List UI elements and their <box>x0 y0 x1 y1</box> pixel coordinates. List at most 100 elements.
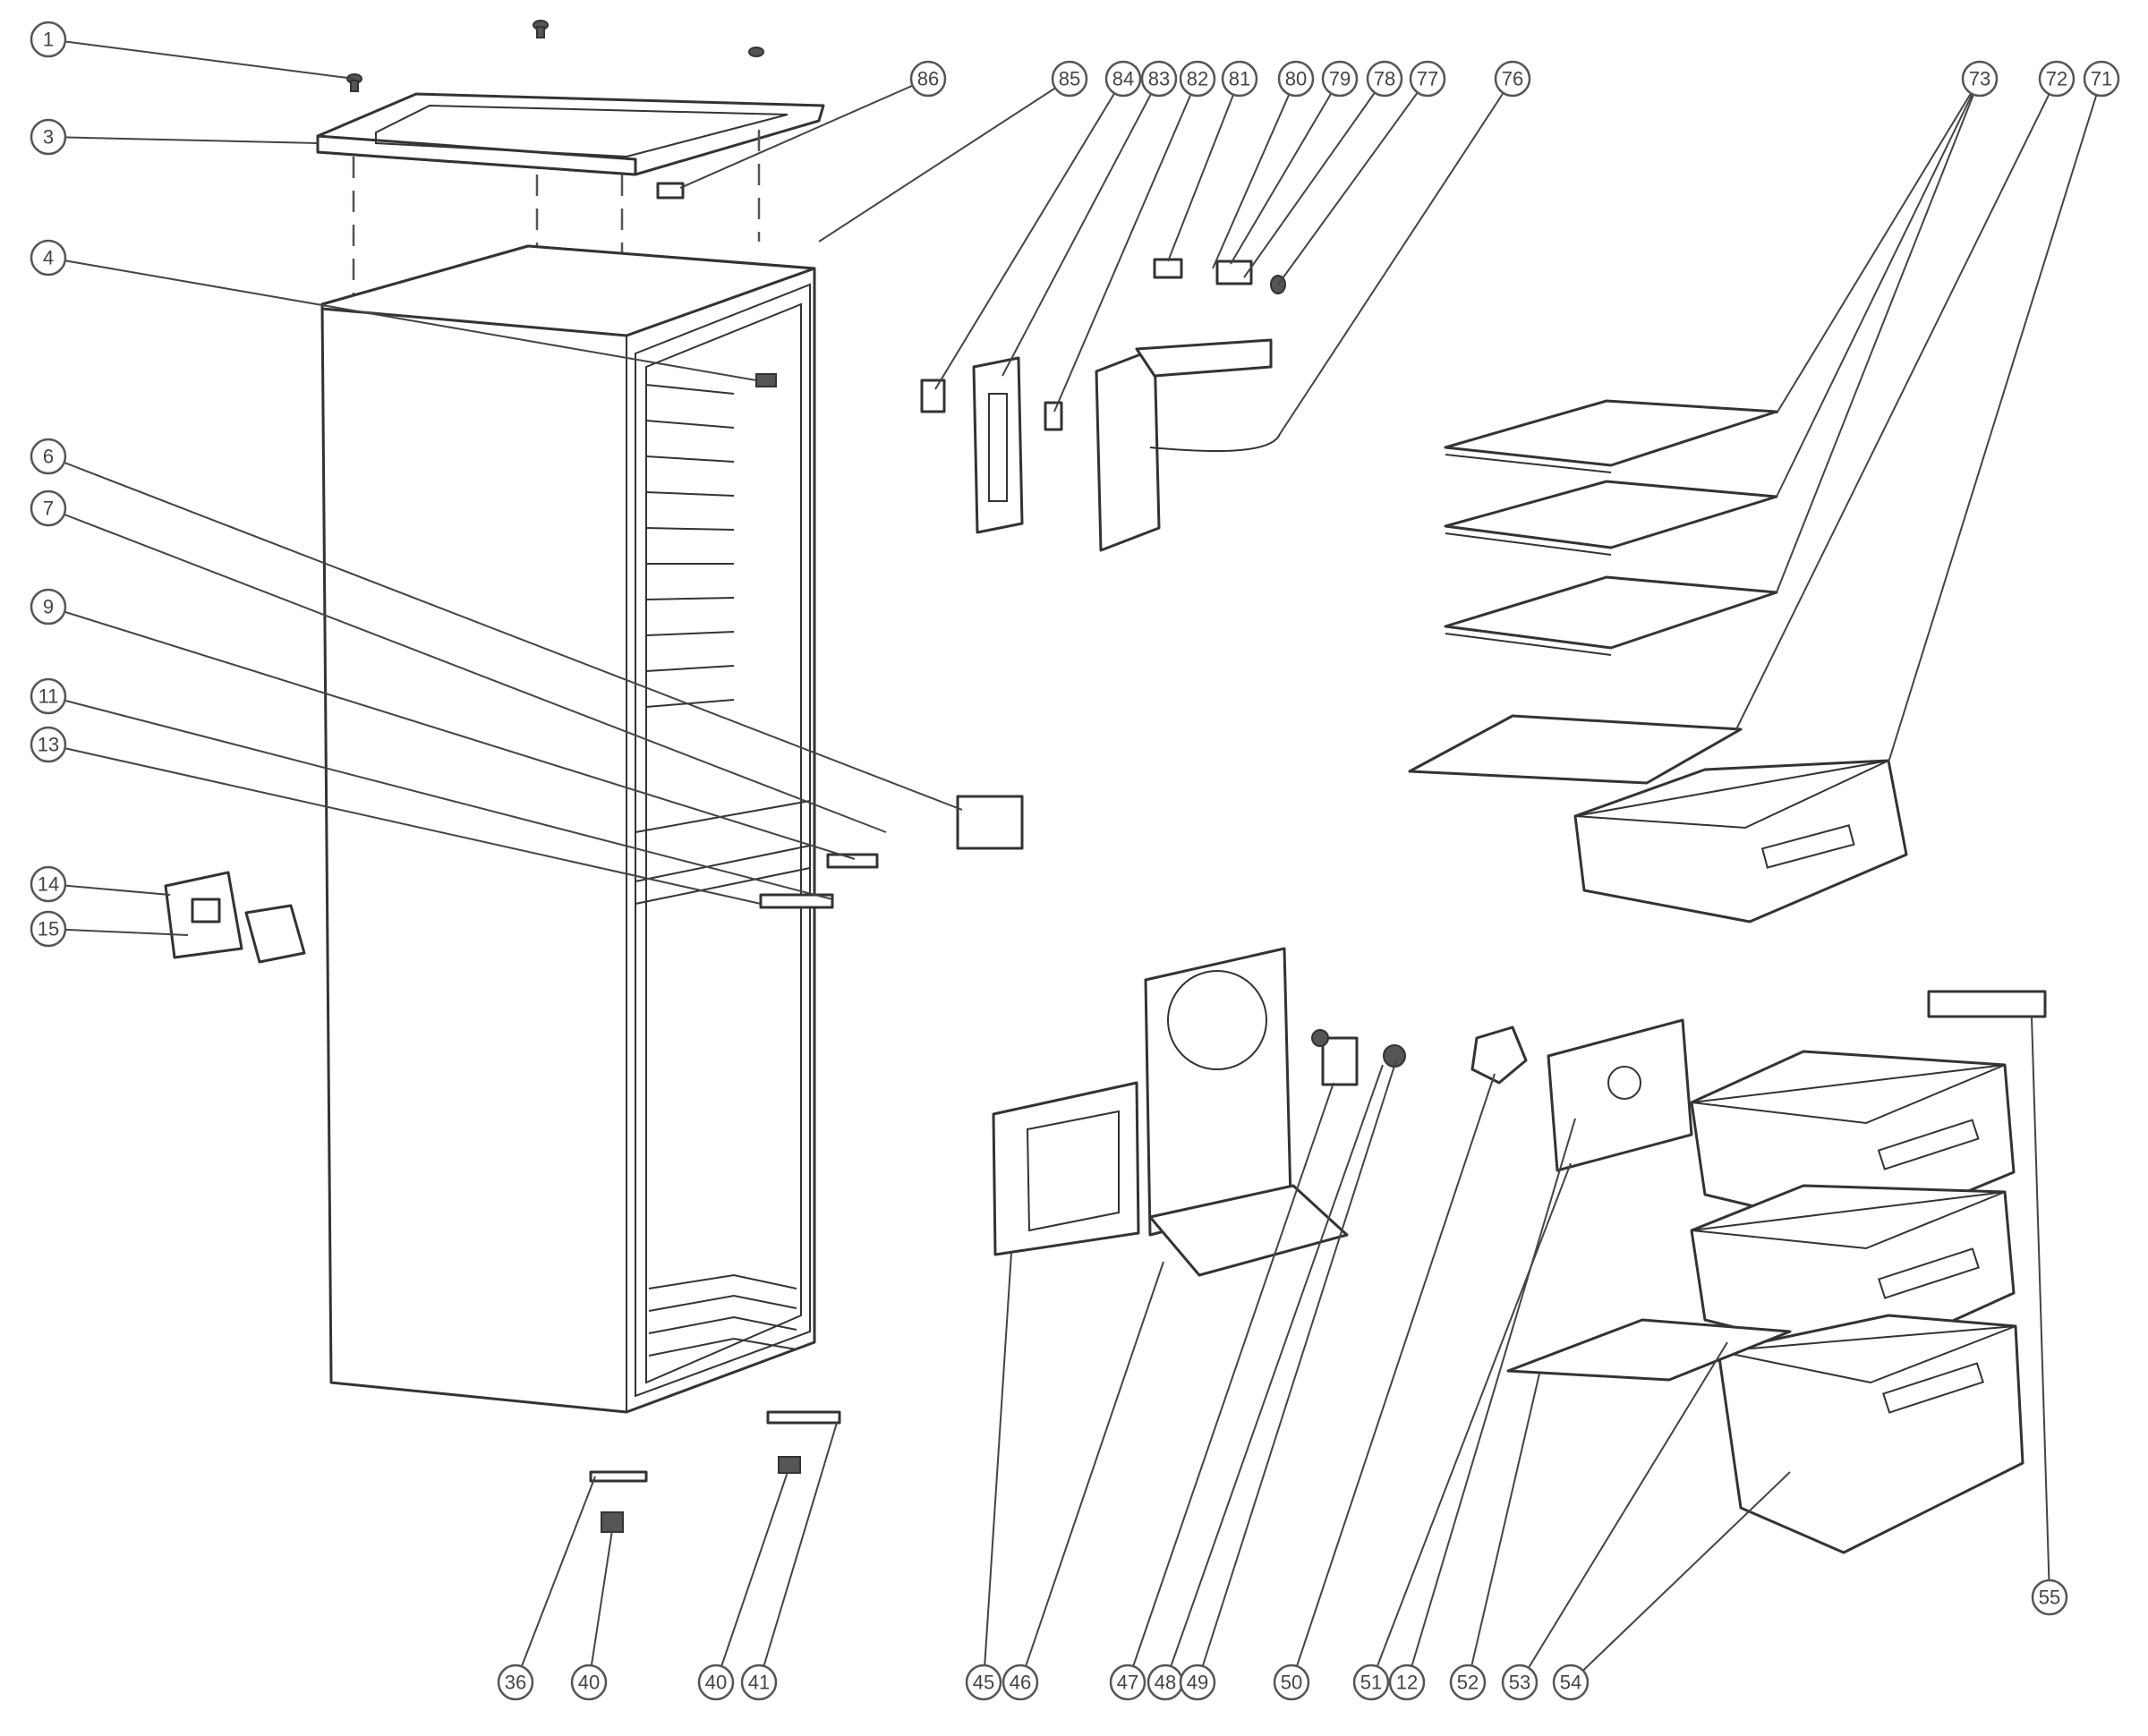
svg-text:1: 1 <box>43 29 54 51</box>
svg-text:14: 14 <box>38 873 59 896</box>
freezer-glass-shelf <box>1506 1318 1792 1382</box>
callout: 7 <box>30 489 67 527</box>
svg-text:7: 7 <box>43 498 54 520</box>
svg-text:6: 6 <box>43 446 54 468</box>
freezer-drawer <box>1690 1050 2016 1235</box>
svg-text:50: 50 <box>1281 1672 1302 1694</box>
svg-text:40: 40 <box>578 1672 600 1694</box>
svg-text:41: 41 <box>748 1672 770 1694</box>
callout: 36 <box>497 1664 534 1701</box>
leader-lines <box>47 38 2102 1683</box>
svg-text:12: 12 <box>1396 1672 1418 1694</box>
callout: 51 <box>1352 1664 1390 1701</box>
callout: 76 <box>1494 60 1531 98</box>
crisper-cover-glass <box>1408 714 1743 785</box>
lamp-socket <box>1153 258 1286 294</box>
callout: 72 <box>2038 60 2076 98</box>
svg-text:40: 40 <box>705 1672 727 1694</box>
callout: 80 <box>1277 60 1315 98</box>
callout: 45 <box>965 1664 1002 1701</box>
svg-text:84: 84 <box>1112 68 1134 90</box>
control-box <box>164 871 306 964</box>
svg-text:83: 83 <box>1148 68 1170 90</box>
svg-text:80: 80 <box>1285 68 1307 90</box>
callout: 41 <box>740 1664 778 1701</box>
svg-text:78: 78 <box>1374 68 1395 90</box>
svg-text:81: 81 <box>1229 68 1250 90</box>
ice-tray <box>1927 990 2047 1018</box>
svg-text:51: 51 <box>1360 1672 1382 1694</box>
callout: 54 <box>1552 1664 1590 1701</box>
screws <box>346 20 764 92</box>
callout: 84 <box>1104 60 1142 98</box>
middle-hinge <box>759 853 879 909</box>
freezer-panel <box>992 1081 1140 1256</box>
cabinet <box>320 244 816 1414</box>
fan-bracket <box>1547 1018 1693 1172</box>
svg-text:45: 45 <box>973 1672 994 1694</box>
svg-text:52: 52 <box>1457 1672 1479 1694</box>
svg-text:15: 15 <box>38 918 59 940</box>
svg-text:85: 85 <box>1059 68 1080 90</box>
callout: 53 <box>1501 1664 1539 1701</box>
svg-text:11: 11 <box>38 685 59 708</box>
callout: 52 <box>1449 1664 1487 1701</box>
small-tab <box>920 379 946 413</box>
callout: 50 <box>1273 1664 1310 1701</box>
svg-text:76: 76 <box>1502 68 1523 90</box>
svg-text:53: 53 <box>1509 1672 1530 1694</box>
svg-text:13: 13 <box>38 734 59 756</box>
callout: 40 <box>570 1664 608 1701</box>
svg-text:72: 72 <box>2046 68 2067 90</box>
callout: 49 <box>1179 1664 1216 1701</box>
svg-text:55: 55 <box>2039 1587 2060 1609</box>
callout: 86 <box>909 60 947 98</box>
top-cover <box>316 92 825 200</box>
callout: 11 <box>30 677 67 715</box>
callout: 83 <box>1140 60 1178 98</box>
svg-text:48: 48 <box>1155 1672 1176 1694</box>
svg-text:47: 47 <box>1117 1672 1138 1694</box>
svg-text:46: 46 <box>1010 1672 1031 1694</box>
callout: 9 <box>30 588 67 625</box>
lamp-bracket <box>1095 338 1281 552</box>
callout: 1 <box>30 21 67 58</box>
callout: 79 <box>1321 60 1359 98</box>
freezer-drawer <box>1717 1314 2024 1554</box>
crisper-drawer <box>1573 759 1908 923</box>
callout: 3 <box>30 118 67 156</box>
callout: 71 <box>2083 60 2120 98</box>
svg-text:3: 3 <box>43 126 54 149</box>
svg-text:36: 36 <box>505 1672 526 1694</box>
callout: 77 <box>1409 60 1446 98</box>
evaporator-fan-cover <box>1144 947 1349 1277</box>
hinge-part <box>755 373 777 387</box>
svg-text:82: 82 <box>1187 68 1208 90</box>
svg-text:71: 71 <box>2091 68 2112 90</box>
callout: 14 <box>30 865 67 903</box>
glass-shelf <box>1444 399 1778 473</box>
callout: 85 <box>1051 60 1088 98</box>
callout: 46 <box>1002 1664 1039 1701</box>
callout: 40 <box>697 1664 735 1701</box>
callouts: 1 3 4 6 7 9 11 13 14 15 36 40 40 41 45 4… <box>30 21 2120 1701</box>
callout: 82 <box>1179 60 1216 98</box>
fan-motor <box>1311 1029 1406 1086</box>
svg-text:73: 73 <box>1969 68 1990 90</box>
svg-text:54: 54 <box>1560 1672 1581 1694</box>
cabinet-inner-ribs <box>645 384 735 708</box>
callout: 13 <box>30 726 67 763</box>
callout: 6 <box>30 438 67 475</box>
svg-text:9: 9 <box>43 596 54 618</box>
bottom-hinge <box>589 1410 841 1533</box>
svg-text:86: 86 <box>917 68 939 90</box>
callout: 12 <box>1388 1664 1426 1701</box>
callout: 73 <box>1961 60 1999 98</box>
freezer-drawer <box>1690 1184 2016 1362</box>
lamp-cover <box>972 356 1024 534</box>
callout: 81 <box>1221 60 1258 98</box>
svg-text:79: 79 <box>1329 68 1351 90</box>
cabinet-floor-grille <box>648 1273 797 1357</box>
svg-text:77: 77 <box>1417 68 1438 90</box>
